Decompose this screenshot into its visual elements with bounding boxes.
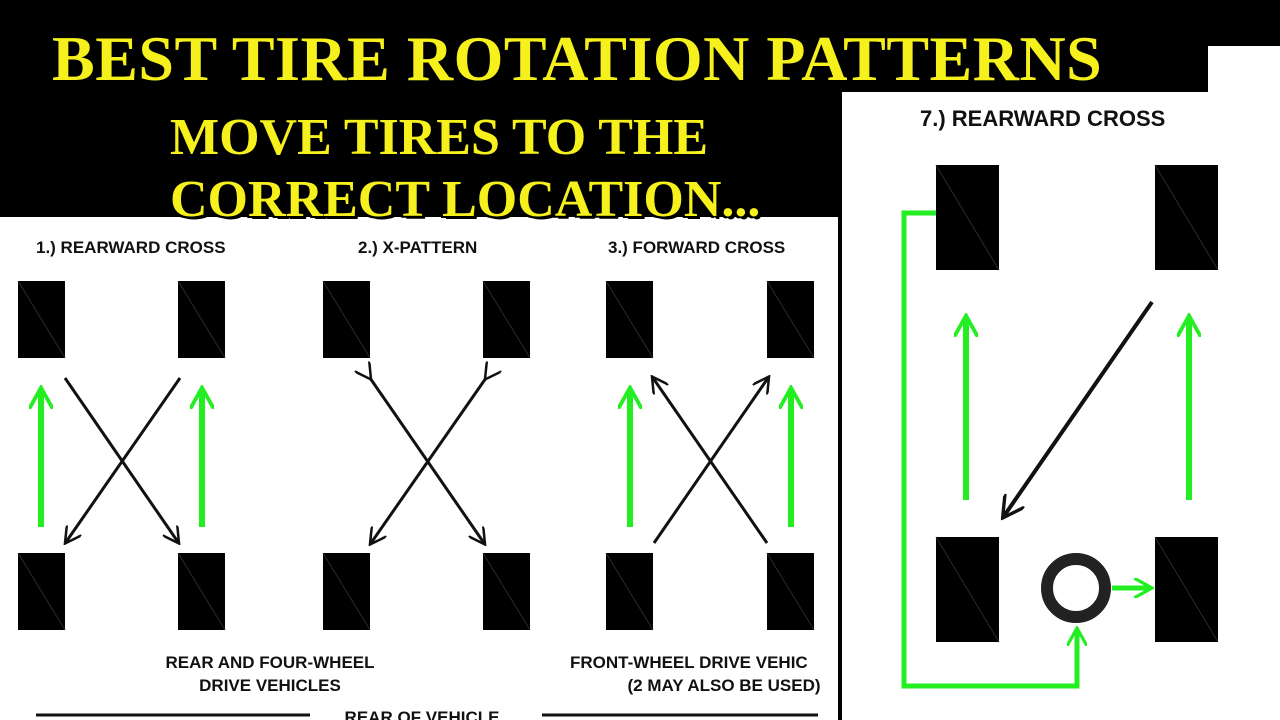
pattern-2-arrows [370,378,486,543]
pattern-3-label: 3.) FORWARD CROSS [608,238,785,257]
tire-icon [177,280,226,359]
tire-icon [482,552,531,631]
pattern-3-tires [605,280,815,631]
headline-banner [0,0,838,217]
pattern-3-arrows [630,378,791,544]
tire-icon [322,280,371,359]
headline-banner-strip [838,0,1208,92]
fwd-caption-line1: FRONT-WHEEL DRIVE VEHIC [570,653,808,672]
footer-label: REAR OF VEHICLE [345,708,500,720]
rwd-caption-line2: DRIVE VEHICLES [199,676,341,695]
arrow-icon [653,378,769,544]
arrow-icon [901,210,1077,689]
tire-icon [605,552,654,631]
tire-icon [177,552,226,631]
pattern-2-tires [322,280,531,631]
tire-icon [766,280,815,359]
headline-subtitle-line2: CORRECT LOCATION... [170,171,761,228]
tire-icon [935,536,1000,643]
arrow-icon [1004,300,1154,516]
pattern-7-label: 7.) REARWARD CROSS [920,106,1165,131]
tire-icon [482,280,531,359]
tire-icon [17,552,66,631]
fwd-caption-line2: (2 MAY ALSO BE USED) [627,676,820,695]
rwd-caption-line1: REAR AND FOUR-WHEEL [165,653,374,672]
tire-icon [17,280,66,359]
pattern-1-label: 1.) REARWARD CROSS [36,238,226,257]
pattern-1-tires [17,280,226,631]
tire-icon [605,280,654,359]
arrow-icon [371,378,486,543]
tire-icon [935,164,1000,271]
tire-icon [1154,164,1219,271]
tire-icon [322,552,371,631]
pattern-1-arrows [41,377,202,542]
pattern-7-arrows [901,210,1189,689]
tire-icon [766,552,815,631]
pattern-7-tires [935,164,1219,643]
headline-subtitle-line1: MOVE TIRES TO THE [170,109,709,166]
spare-tire-icon [1041,553,1111,623]
tire-icon [1154,536,1219,643]
arrow-icon [66,377,182,542]
pattern-2-label: 2.) X-PATTERN [358,238,477,257]
headline-title: BEST TIRE ROTATION PATTERNS [52,23,1103,94]
